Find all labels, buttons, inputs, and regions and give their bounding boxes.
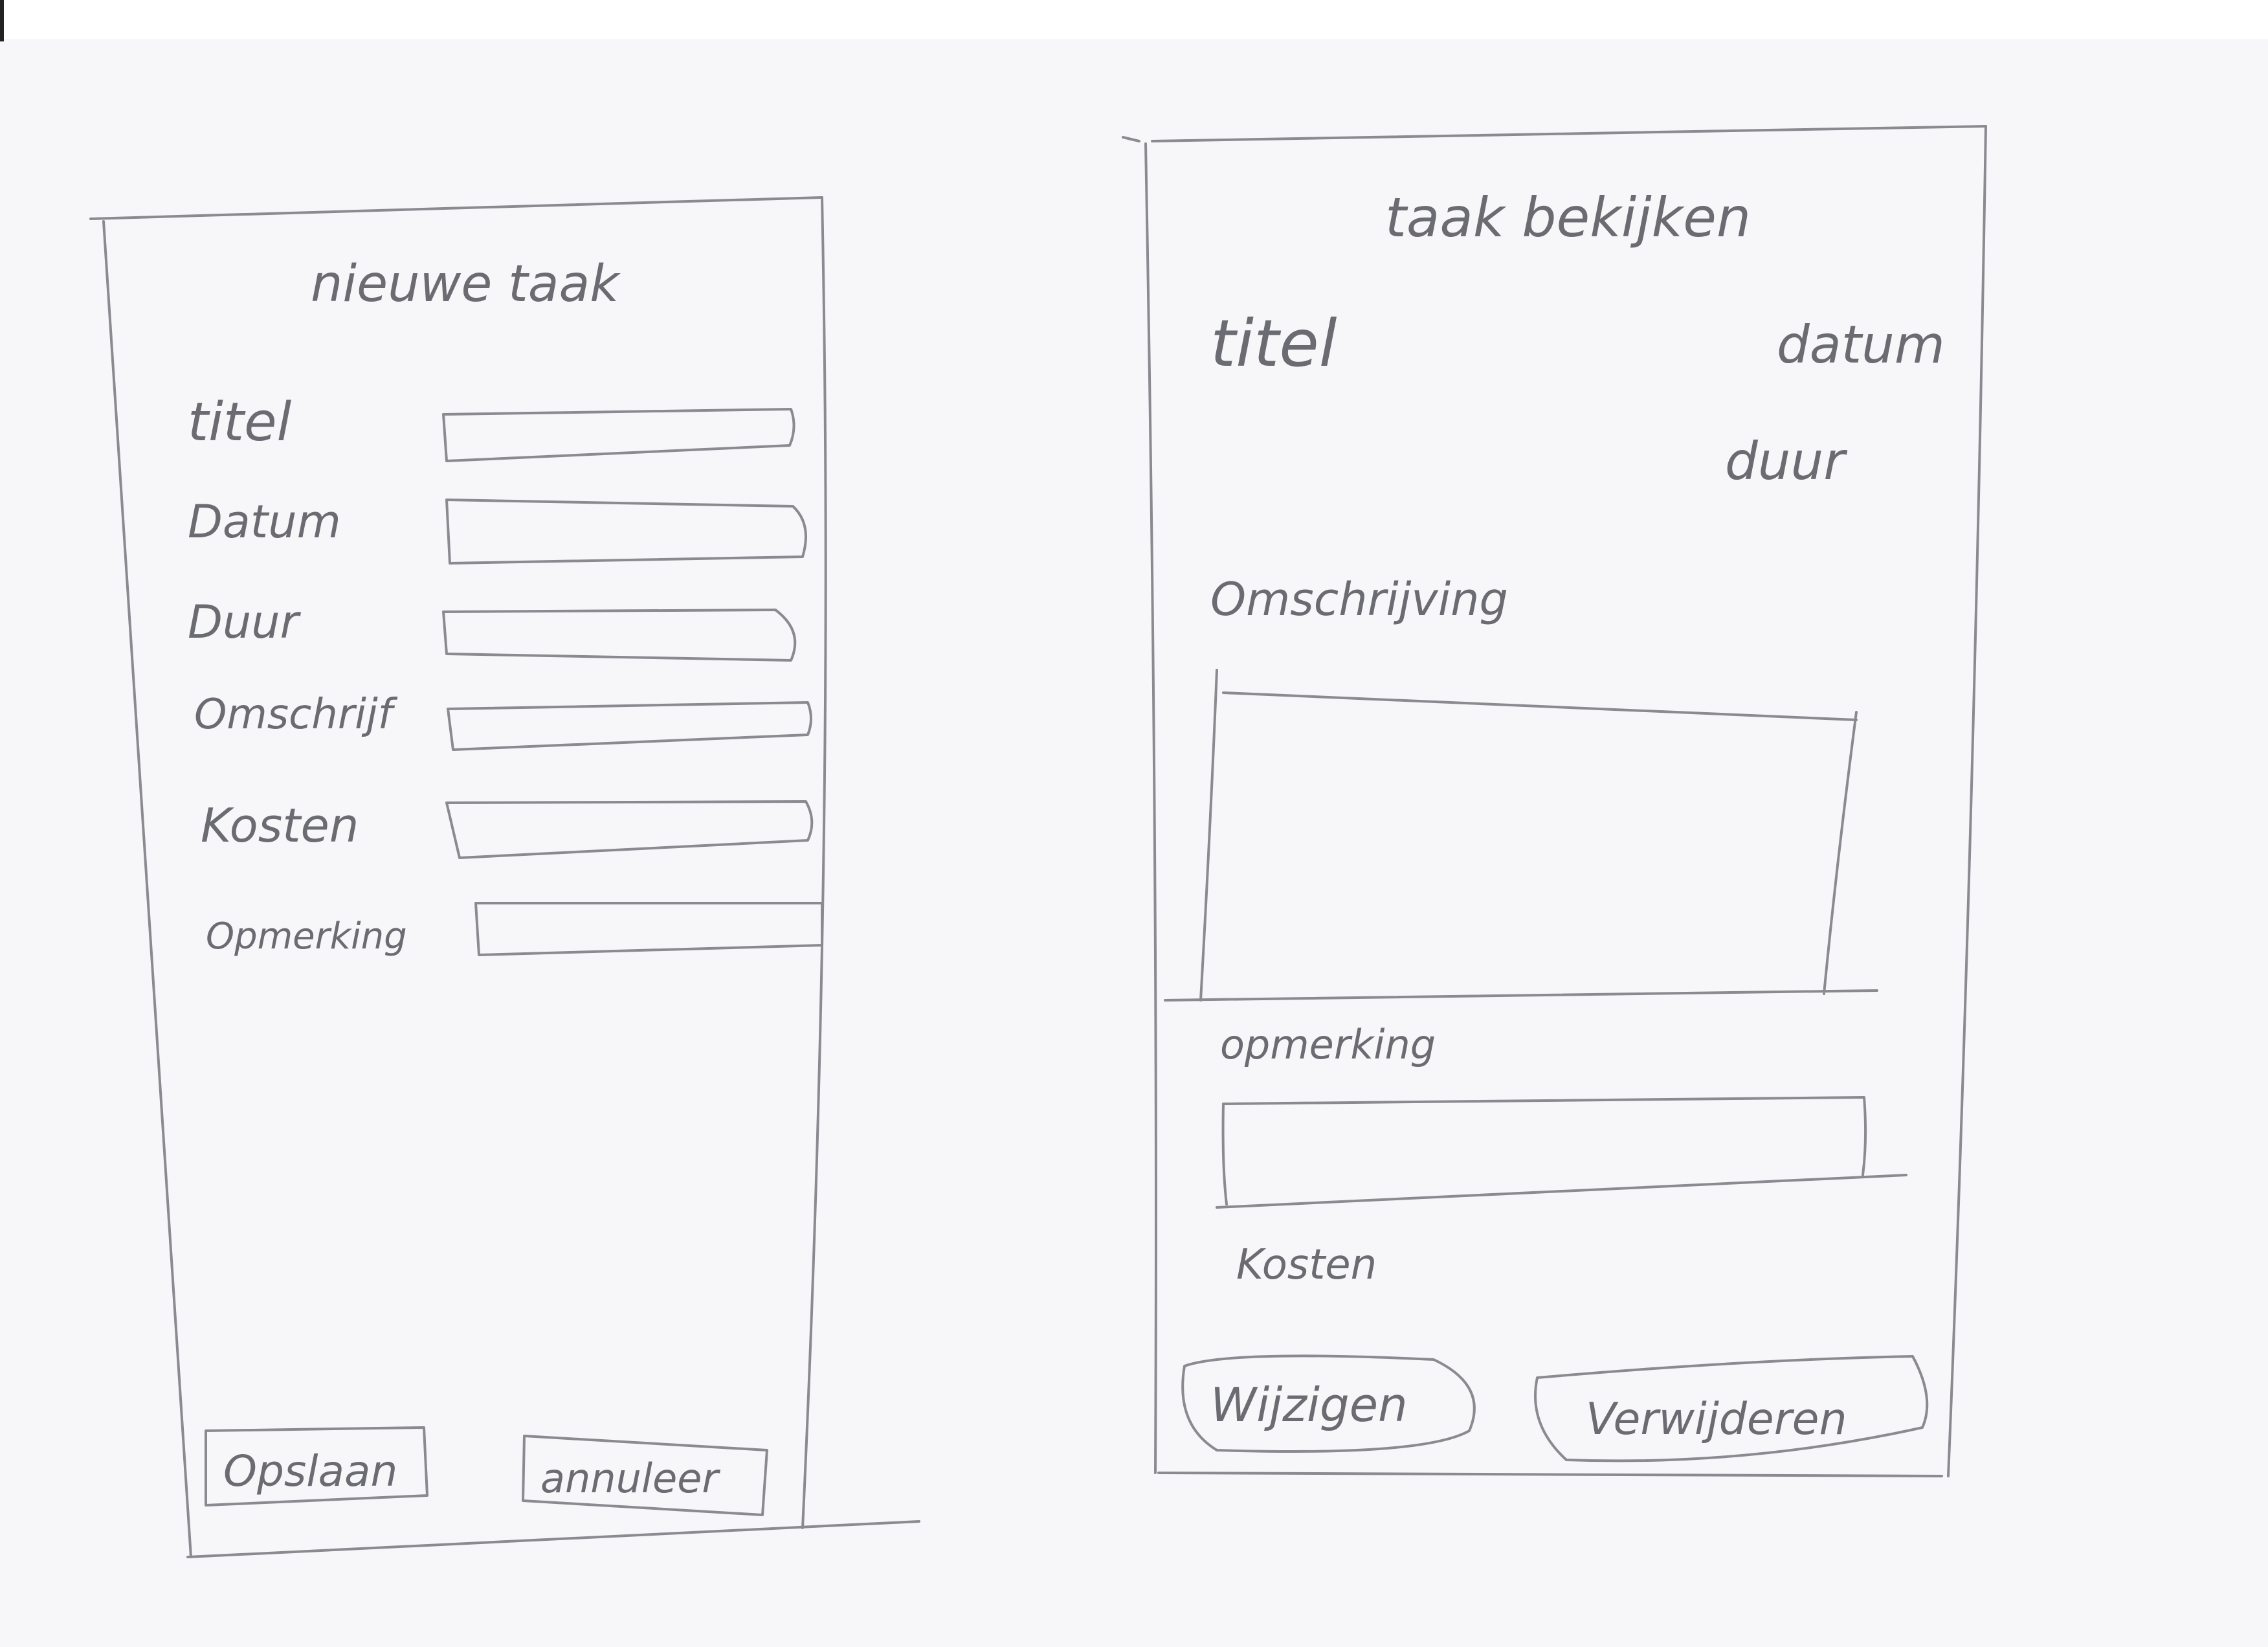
view-label-omschrijving: Omschrijving — [1210, 573, 1508, 626]
save-button[interactable] — [205, 1426, 428, 1507]
label-datum: Datum — [188, 495, 341, 548]
label-omschrijf: Omschrijf — [194, 691, 398, 739]
view-task-screen — [1122, 125, 1987, 1477]
kosten-field[interactable] — [445, 800, 814, 859]
omschrijving-box — [1164, 669, 1878, 1002]
view-label-duur: duur — [1725, 431, 1848, 491]
view-label-kosten: Kosten — [1236, 1241, 1377, 1289]
edit-button-label: Wijzigen — [1210, 1378, 1408, 1432]
view-task-title: taak bekijken — [1385, 186, 1751, 249]
titel-field[interactable] — [442, 408, 795, 462]
duur-field[interactable] — [442, 609, 797, 662]
opmerking-field[interactable] — [474, 902, 823, 956]
cancel-button[interactable] — [522, 1435, 768, 1516]
delete-button[interactable] — [1534, 1355, 1929, 1462]
view-label-datum: datum — [1777, 315, 1945, 375]
label-kosten: Kosten — [201, 798, 359, 853]
new-task-screen — [89, 196, 920, 1558]
opmerking-box — [1216, 1096, 1907, 1209]
paper-top-edge — [0, 0, 2268, 39]
save-button-label: Opslaan — [223, 1446, 397, 1496]
edit-button[interactable] — [1181, 1354, 1476, 1453]
view-label-titel: titel — [1210, 306, 1337, 381]
scan-corner-mark — [0, 0, 4, 41]
label-duur: Duur — [188, 596, 302, 649]
label-titel: titel — [188, 392, 292, 453]
delete-button-label: Verwijderen — [1586, 1394, 1847, 1445]
datum-field[interactable] — [445, 499, 807, 565]
view-label-opmerking: opmerking — [1220, 1021, 1436, 1068]
label-opmerking: Opmerking — [206, 915, 407, 958]
omschrijf-field[interactable] — [447, 701, 812, 751]
cancel-button-label: annuleer — [540, 1455, 720, 1502]
new-task-title: nieuwe taak — [311, 255, 621, 313]
